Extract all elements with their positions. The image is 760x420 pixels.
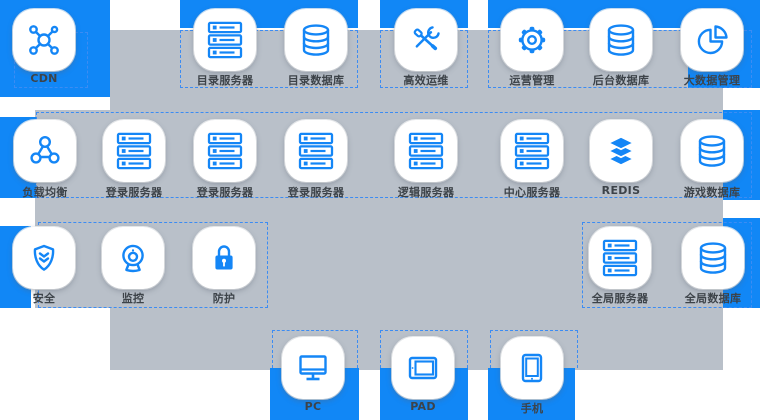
diagram-node-server <box>501 120 563 182</box>
node-label: 目录数据库 <box>287 74 345 87</box>
diagram-node-server <box>395 120 457 182</box>
node-label: 后台数据库 <box>592 74 650 87</box>
node-label: 中心服务器 <box>503 186 561 199</box>
tools-icon <box>413 26 440 51</box>
diagram-node-database <box>682 227 744 289</box>
group-directory <box>180 30 358 88</box>
diagram-node-database <box>590 9 652 71</box>
diagram-node-server <box>589 227 651 289</box>
node-label: 手机 <box>520 402 544 415</box>
diagram-node-tablet <box>392 337 454 399</box>
diagram-node-tools <box>395 9 457 71</box>
server-icon <box>298 132 334 170</box>
lock-icon <box>215 245 233 270</box>
phone-icon <box>521 353 543 383</box>
node-label: 全局服务器 <box>591 292 649 305</box>
shield-icon <box>33 244 55 271</box>
node-label: 运营管理 <box>509 74 555 87</box>
server-icon <box>514 132 550 170</box>
database-icon <box>302 24 330 56</box>
node-label: 登录服务器 <box>287 186 345 199</box>
server-icon <box>602 239 638 277</box>
diagram-node-monitor <box>282 337 344 399</box>
node-label: 高效运维 <box>403 74 449 87</box>
diagram-node-gear <box>501 9 563 71</box>
main-panel <box>110 30 723 370</box>
server-icon <box>207 21 243 59</box>
database-icon <box>698 135 726 167</box>
server-icon <box>207 132 243 170</box>
group-pad <box>380 330 468 368</box>
monitor-icon <box>299 355 327 381</box>
node-label: PAD <box>410 400 436 413</box>
node-label: 监控 <box>121 292 145 305</box>
camera-icon <box>122 244 144 273</box>
node-label: 目录服务器 <box>196 74 254 87</box>
group-pc <box>272 330 358 368</box>
diagram-node-load-balance <box>14 120 76 182</box>
diagram-node-server <box>194 120 256 182</box>
tablet-icon <box>408 356 438 380</box>
node-label: 逻辑服务器 <box>397 186 455 199</box>
diagram-node-pie-chart <box>681 9 743 71</box>
diagram-node-shield <box>13 227 75 289</box>
database-icon <box>607 24 635 56</box>
diagram-node-database <box>681 120 743 182</box>
diagram-node-database <box>285 9 347 71</box>
server-icon <box>408 132 444 170</box>
diagram-node-server <box>285 120 347 182</box>
node-label: REDIS <box>601 184 641 197</box>
database-icon <box>699 242 727 274</box>
node-label: 全局数据库 <box>684 292 742 305</box>
group-phone <box>490 330 578 368</box>
diagram-node-camera <box>102 227 164 289</box>
node-label: 防护 <box>212 292 236 305</box>
redis-layers-icon <box>607 135 635 167</box>
diagram-node-server <box>103 120 165 182</box>
diagram-node-cdn-network <box>13 9 75 71</box>
diagram-node-redis-layers <box>590 120 652 182</box>
cdn-network-icon <box>29 25 59 55</box>
diagram-node-server <box>194 9 256 71</box>
node-label: 大数据管理 <box>683 74 741 87</box>
node-label: PC <box>304 400 322 413</box>
node-label: 安全 <box>32 292 56 305</box>
node-label: 登录服务器 <box>105 186 163 199</box>
group-global <box>582 222 752 308</box>
load-balance-icon <box>30 135 60 164</box>
server-icon <box>116 132 152 170</box>
diagram-node-phone <box>501 337 563 399</box>
node-label: CDN <box>30 72 58 85</box>
node-label: 游戏数据库 <box>683 186 741 199</box>
pie-chart-icon <box>697 25 728 55</box>
gear-icon <box>518 26 546 54</box>
node-label: 登录服务器 <box>196 186 254 199</box>
diagram-node-lock <box>193 227 255 289</box>
node-label: 负载均衡 <box>22 186 68 199</box>
